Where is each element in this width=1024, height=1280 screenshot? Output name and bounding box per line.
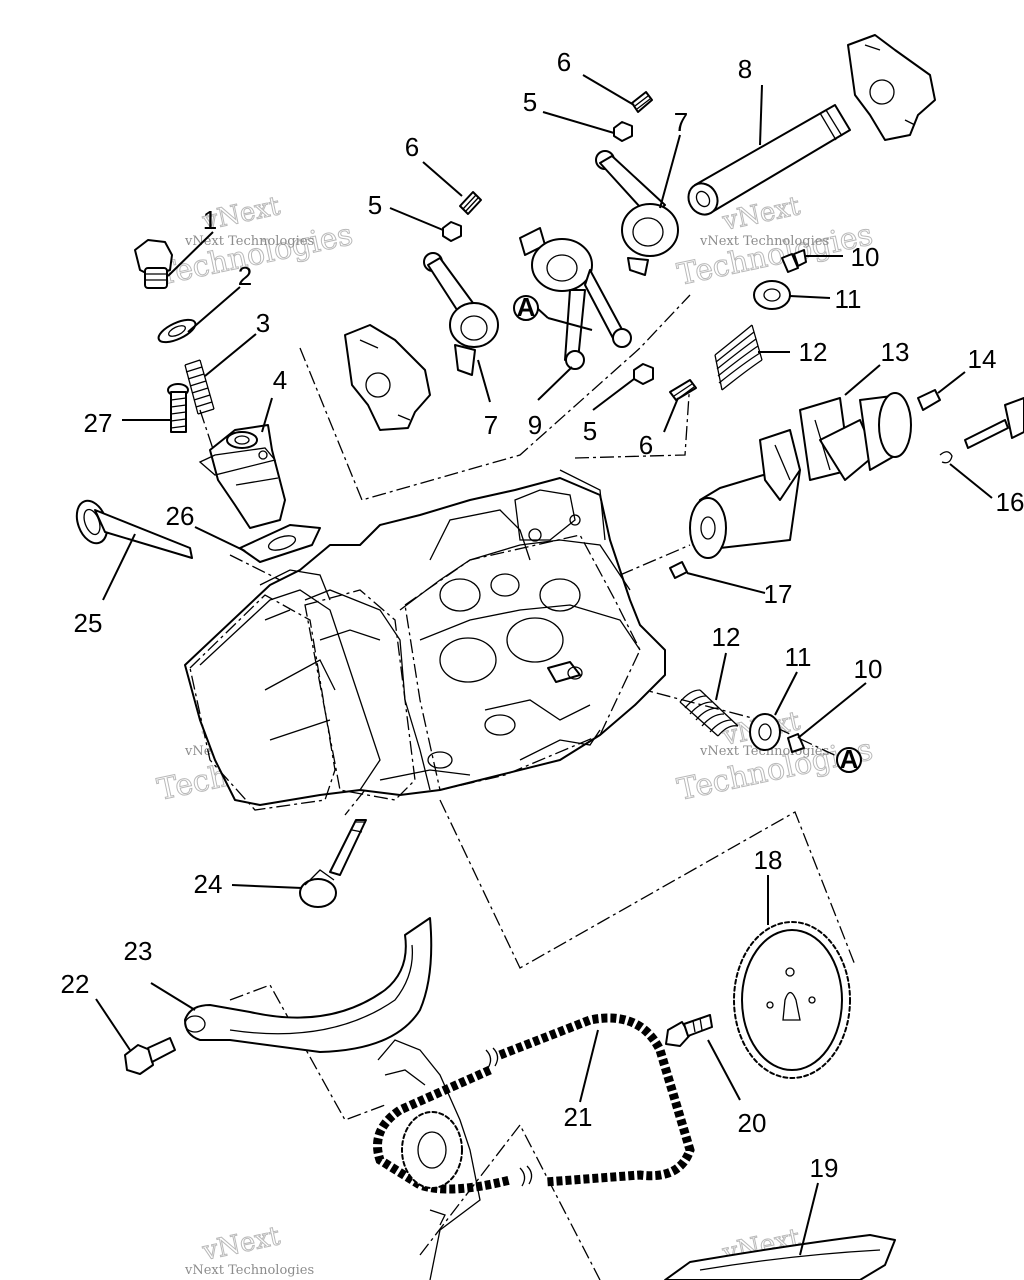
part-6-adjuster-screw-upper [631, 91, 653, 113]
part-1-bolt [134, 239, 173, 289]
svg-text:A: A [840, 744, 859, 774]
callout-6-center: 6 [639, 430, 653, 460]
part-18-cam-sprocket [733, 921, 851, 1079]
part-7-rocker-arm-left [423, 252, 499, 376]
callout-6-left: 6 [405, 132, 419, 162]
callout-11-lower: 11 [785, 642, 812, 672]
leader-lines [95, 74, 993, 1256]
part-16-clip [939, 451, 953, 464]
part-17-dowel [669, 561, 688, 579]
assembly-lines [199, 294, 856, 1280]
callout-13: 13 [881, 337, 910, 367]
callout-3: 3 [256, 308, 270, 338]
shaft-part-right-edge [964, 397, 1024, 449]
rocker-support-right [847, 34, 936, 141]
part-20-bolt [665, 1014, 713, 1047]
callout-20: 20 [738, 1108, 767, 1138]
callout-14: 14 [968, 344, 997, 374]
watermark-bottom-left: vNext vNext Technologies [184, 1221, 314, 1278]
callout-2: 2 [238, 261, 252, 291]
callout-25: 25 [74, 608, 103, 638]
part-5-nut-center [633, 363, 654, 385]
callout-11-upper: 11 [835, 284, 862, 314]
valve-stem-in-head [547, 661, 583, 683]
part-19-chain-guide [664, 1234, 896, 1280]
svg-text:vNext: vNext [199, 1221, 283, 1267]
svg-text:vNext Technologies: vNext Technologies [184, 234, 314, 249]
part-3-spring [184, 359, 215, 415]
part-5-nut-upper [613, 121, 633, 142]
callout-24: 24 [194, 869, 223, 899]
part-25-valve [75, 499, 193, 559]
svg-text:Technologies: Technologies [154, 217, 355, 293]
part-2-washer [157, 318, 197, 344]
part-26-gasket [239, 524, 321, 563]
callout-7-upper: 7 [674, 107, 688, 137]
callout-27: 27 [84, 408, 113, 438]
part-4-tensioner [198, 424, 286, 529]
part-10-keepers-upper [781, 249, 807, 273]
callout-8: 8 [738, 54, 752, 84]
part-13-camshaft [689, 392, 912, 559]
callout-26: 26 [166, 501, 195, 531]
callout-4: 4 [273, 365, 287, 395]
callout-22: 22 [61, 969, 90, 999]
callout-21: 21 [564, 1102, 593, 1132]
callout-6-upper: 6 [557, 47, 571, 77]
callout-19: 19 [810, 1153, 839, 1183]
callout-5-left: 5 [368, 190, 382, 220]
callout-7-lower: 7 [484, 410, 498, 440]
reference-mark-a-upper: A [513, 292, 539, 322]
callout-17: 17 [764, 579, 793, 609]
callout-5-upper: 5 [523, 87, 537, 117]
svg-text:A: A [517, 292, 536, 322]
callout-9: 9 [528, 410, 542, 440]
callout-23: 23 [124, 936, 153, 966]
callout-10-upper: 10 [851, 242, 880, 272]
head-gasket-outline [189, 534, 641, 811]
part-11-retainer-upper [753, 280, 791, 310]
part-9-rocker-arm-exhaust [519, 227, 632, 370]
part-14-pin [917, 389, 941, 411]
callout-16: 16 [996, 487, 1024, 517]
svg-text:vNext Technologies: vNext Technologies [699, 234, 829, 249]
callout-1: 1 [203, 205, 217, 235]
part-23-chain-guide [184, 917, 433, 1053]
watermark-top-left: vNext Technologies vNext Technologies [154, 191, 356, 294]
part-12-spring-upper [714, 324, 763, 391]
part-24-valve [299, 819, 367, 908]
reference-mark-a-lower: A [836, 744, 862, 774]
part-6-adjuster-screw-left [459, 191, 482, 215]
part-10-keepers-lower [787, 733, 805, 753]
part-12-spring-lower [679, 689, 739, 737]
crank-sprocket [401, 1111, 463, 1189]
callout-12-lower: 12 [712, 622, 741, 652]
part-22-bolt [124, 1037, 176, 1075]
part-11-retainer-lower [749, 713, 781, 751]
part-6-adjuster-screw-center [669, 379, 697, 401]
callout-10-lower: 10 [854, 654, 883, 684]
part-8-rocker-shaft [687, 104, 851, 216]
crankcase-fragment [377, 1039, 481, 1280]
callout-18: 18 [754, 845, 783, 875]
callout-5-center: 5 [583, 416, 597, 446]
part-7-rocker-arm-right [595, 150, 679, 276]
callout-numbers: 1 2 3 4 27 26 25 24 23 22 6 5 7 8 6 5 7 … [61, 47, 1024, 1183]
part-5-nut-left [442, 221, 462, 242]
part-27-bolt [167, 383, 189, 433]
callout-12-upper: 12 [799, 337, 828, 367]
svg-text:vNext Technologies: vNext Technologies [184, 1263, 314, 1278]
rocker-support-left [344, 324, 431, 431]
